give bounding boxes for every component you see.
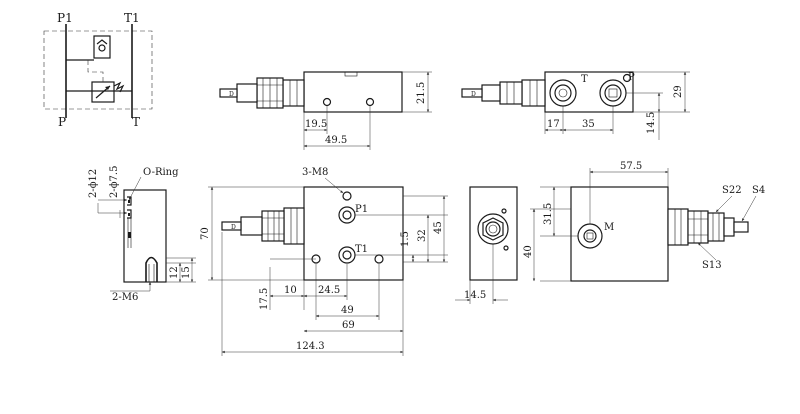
- schematic-label-t1: T1: [124, 11, 140, 25]
- end-view: 14.5: [455, 186, 518, 304]
- dim-17: 17: [547, 119, 560, 130]
- dim-49-5: 49.5: [325, 135, 347, 146]
- end-view-body: [469, 186, 518, 281]
- label-t1: T1: [355, 244, 368, 255]
- relief-valve-icon: [87, 60, 125, 103]
- dim-40: 40: [523, 245, 534, 258]
- dim-end-14-5: 14.5: [464, 290, 486, 301]
- top-view-slot: [344, 71, 358, 77]
- port-label-m: M: [604, 222, 614, 233]
- top-view: D 21.5 19.5 49.5: [219, 71, 432, 150]
- top-view-hole-left: [322, 97, 332, 107]
- port-t-inner: [554, 84, 572, 102]
- dim-69: 69: [342, 320, 355, 331]
- front-view: 3-M8 P1 T1 D 70 1.5 32 45: [200, 167, 448, 356]
- dim-24-5: 24.5: [318, 285, 340, 296]
- schematic-label-p: P: [58, 115, 66, 129]
- side-view-mount-hole: [145, 256, 158, 282]
- right-top-view-body: [544, 71, 634, 113]
- dim-29: 29: [673, 85, 684, 98]
- dim-45: 45: [433, 221, 444, 234]
- schematic-boundary: [43, 30, 153, 110]
- schematic-label-p1: P1: [57, 11, 73, 25]
- top-view-body: [303, 71, 403, 113]
- hydraulic-schematic: P1 T1 P T: [43, 11, 153, 129]
- svg-text:D: D: [231, 224, 236, 231]
- end-view-pin-bottom: [503, 245, 509, 251]
- dim-15: 15: [181, 266, 192, 279]
- dim-10: 10: [284, 285, 297, 296]
- side-view-port-lower: [127, 209, 132, 219]
- right-front-view: M 57.5 31.5 40 S22 S4: [523, 161, 765, 282]
- s13-label: S13: [702, 260, 722, 271]
- dim-49: 49: [341, 305, 354, 316]
- m8-label: 3-M8: [302, 167, 328, 178]
- label-p1: P1: [355, 204, 368, 215]
- dim-32: 32: [417, 229, 428, 242]
- dim-17-5: 17.5: [259, 288, 270, 310]
- oring-label: O-Ring: [143, 167, 179, 178]
- dim-57-5: 57.5: [620, 161, 642, 172]
- m6-label: 2-M6: [112, 292, 138, 303]
- s4-label: S4: [752, 185, 765, 196]
- end-view-pin-top: [501, 208, 507, 214]
- side-view: 2-ϕ12 2-ϕ7.5 O-Ring 12 15 2-M6: [88, 166, 196, 303]
- dim-14-5-vertical: 14.5: [646, 112, 657, 134]
- check-valve-icon: [93, 35, 111, 59]
- dim-19-5: 19.5: [305, 119, 327, 130]
- port-p-inner: [604, 84, 622, 102]
- schematic-label-t: T: [132, 115, 140, 129]
- dim-70: 70: [200, 227, 211, 240]
- svg-text:D: D: [471, 91, 476, 98]
- top-view-cartridge: D: [219, 77, 305, 109]
- dim-124-3: 124.3: [296, 341, 325, 352]
- svg-text:D: D: [229, 91, 234, 98]
- dim-35: 35: [582, 119, 595, 130]
- right-top-cartridge: D: [461, 79, 546, 107]
- dim-12: 12: [169, 266, 180, 279]
- s22-label: S22: [722, 185, 742, 196]
- dim-31-5: 31.5: [543, 203, 554, 225]
- port-label-p: P: [628, 72, 635, 83]
- side-phi12: 2-ϕ12: [88, 169, 99, 198]
- end-view-hex-icon: [482, 217, 504, 241]
- dim-21-5: 21.5: [416, 82, 427, 104]
- right-top-pin: [622, 73, 632, 83]
- right-front-view-body: [570, 186, 669, 282]
- side-phi7-5: 2-ϕ7.5: [109, 166, 120, 198]
- front-view-top-hole: [342, 191, 352, 201]
- port-label-t: T: [581, 74, 588, 85]
- front-view-body: [303, 186, 404, 281]
- front-view-cartridge: D: [221, 207, 305, 245]
- right-top-view: T P D 29 14.5 17 35: [461, 71, 690, 140]
- right-front-cartridge: [667, 208, 749, 246]
- top-view-hole-right: [365, 97, 375, 107]
- dim-1-5: 1.5: [400, 231, 411, 247]
